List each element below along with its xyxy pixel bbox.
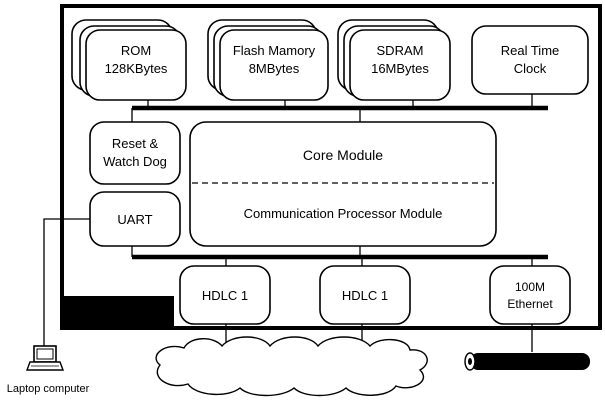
rtc-label-line2: Clock [514, 61, 547, 76]
core-module-label: Core Module [303, 147, 383, 163]
sdram-module [337, 19, 451, 101]
ethernet-module [489, 265, 571, 325]
network-cloud [155, 336, 428, 397]
hdlc-b-module [319, 265, 411, 325]
reset-module [89, 121, 181, 185]
rom-label-line2: 128KBytes [105, 61, 168, 76]
hdlc-a-label: HDLC 1 [202, 288, 248, 303]
rom-label-line1: ROM [121, 43, 151, 58]
cpm-label: Communication Processor Module [244, 206, 443, 221]
laptop-label: Laptop computer [7, 383, 90, 395]
flash-module [207, 19, 329, 101]
rtc-module [471, 25, 589, 95]
uart-label: UART [117, 212, 152, 227]
reset-label-line2: Watch Dog [103, 154, 167, 169]
ethernet-cable [464, 352, 590, 371]
sdram-label-line1: SDRAM [377, 43, 424, 58]
board-corner-block [62, 296, 174, 328]
flash-label-line1: Flash Mamory [233, 43, 316, 58]
core-cpm-module [189, 121, 497, 247]
ethernet-label-line2: Ethernet [507, 297, 553, 311]
ethernet-label-line1: 100M [515, 280, 545, 294]
rtc-label-line1: Real Time [501, 43, 560, 58]
hdlc-b-label: HDLC 1 [342, 288, 388, 303]
flash-label-line2: 8MBytes [249, 61, 300, 76]
reset-label-line1: Reset & [112, 136, 159, 151]
sdram-label-line2: 16MBytes [371, 61, 429, 76]
hdlc-a-module [179, 265, 271, 325]
laptop-icon [25, 345, 65, 371]
rom-module [71, 19, 187, 101]
